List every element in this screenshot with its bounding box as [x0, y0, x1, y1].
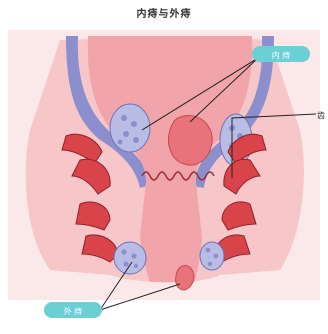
internal-hemorrhoid-left	[110, 104, 150, 152]
external-hemorrhoid-tag-label: 外 痔	[64, 306, 83, 316]
dentate-label: 齿	[317, 111, 325, 120]
prolapsed-hemorrhoid	[169, 115, 213, 165]
external-hemorrhoid-left	[114, 242, 146, 274]
external-hemorrhoid-right	[200, 242, 224, 270]
external-hemorrhoid-tag: 外 痔	[44, 302, 102, 318]
internal-hemorrhoid-tag-label: 内 痔	[272, 50, 291, 60]
internal-hemorrhoid-tag: 内 痔	[252, 46, 310, 62]
